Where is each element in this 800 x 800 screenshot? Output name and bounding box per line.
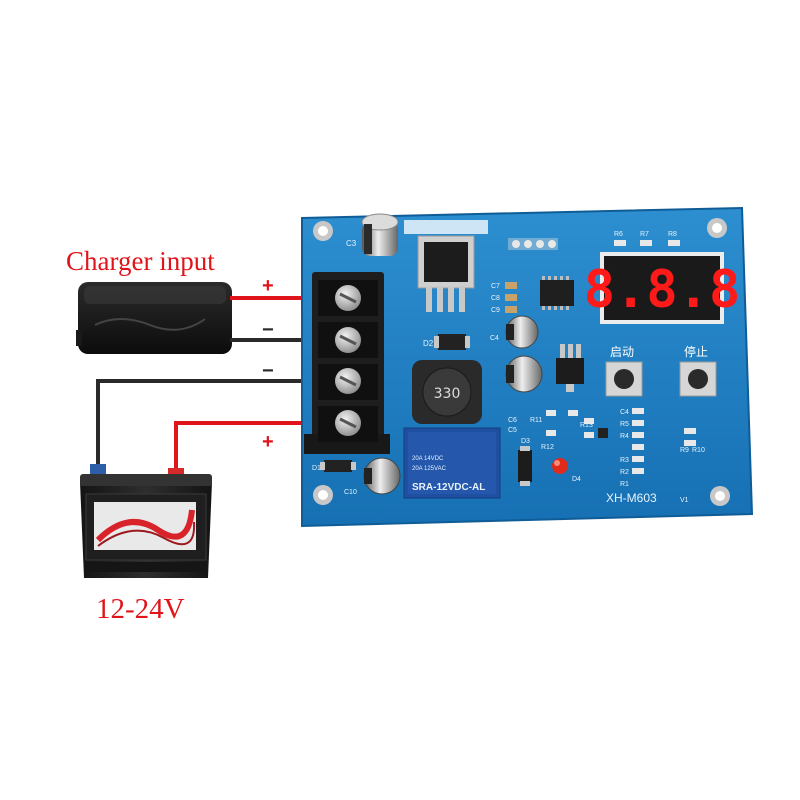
capacitor-c10 [363, 457, 401, 495]
label-r2: R2 [620, 469, 629, 476]
label-r1: R1 [620, 481, 629, 488]
label-r4: R4 [620, 433, 629, 440]
start-button-label: 启动 [610, 345, 634, 359]
diode-d2 [434, 334, 470, 350]
electrolytic-capacitor [505, 315, 539, 349]
smd-capacitors [505, 282, 517, 313]
electrolytic-capacitor [505, 355, 543, 393]
pin-header [508, 238, 558, 250]
label-d3: D3 [521, 438, 530, 445]
charger-caption: Charger input [66, 246, 215, 276]
label-r11: R11 [530, 417, 542, 424]
ic-chip [540, 276, 574, 310]
label-c5: C5 [508, 427, 517, 434]
board-version: V1 [680, 497, 689, 504]
silk-pad [404, 220, 488, 234]
voltage-regulator [417, 235, 475, 312]
stop-button[interactable] [679, 361, 717, 397]
relay-rating-1: 20A 14VDC [412, 456, 444, 462]
battery-positive-wire [174, 421, 345, 478]
led-d4 [552, 458, 568, 474]
label-r6: R6 [614, 231, 623, 238]
diode-d3 [518, 446, 532, 486]
diode-d1 [320, 460, 356, 472]
relay-rating-2: 20A 125VAC [412, 466, 447, 472]
label-c3: C3 [346, 239, 357, 248]
display-readout: 8.8.8 [584, 260, 741, 320]
smd-resistors-middle [546, 410, 608, 438]
start-button[interactable] [605, 361, 643, 397]
board-model: XH-M603 [606, 491, 657, 505]
label-c8: C8 [491, 295, 500, 302]
stop-button-label: 停止 [684, 344, 708, 359]
battery-negative-wire [96, 379, 345, 470]
battery-caption: 12-24V [96, 593, 185, 625]
charger-positive-sign: + [262, 275, 274, 297]
label-r5: R5 [620, 421, 629, 428]
inductor-label: 330 [434, 386, 461, 402]
label-r8: R8 [668, 231, 677, 238]
charger-icon [76, 282, 232, 354]
battery-negative-sign: − [262, 360, 274, 382]
label-d1: D1 [312, 465, 321, 472]
label-c6: C6 [508, 417, 517, 424]
label-r3: R3 [620, 457, 629, 464]
label-r9: R9 [680, 447, 689, 454]
label-c7: C7 [491, 283, 500, 290]
label-c4: C4 [490, 335, 499, 342]
battery-icon [80, 464, 212, 578]
label-d2: D2 [423, 339, 434, 348]
label-r7: R7 [640, 231, 649, 238]
screw-terminal-block [304, 272, 390, 454]
label-c10: C10 [344, 489, 357, 496]
relay [403, 427, 501, 499]
label-d4: D4 [572, 476, 581, 483]
label-c4-right: C4 [620, 409, 629, 416]
capacitor-c3 [361, 213, 399, 256]
battery-positive-sign: + [262, 431, 274, 453]
smd-resistors-right [632, 408, 696, 474]
label-r13: R13 [580, 422, 593, 429]
inductor: 330 [412, 360, 482, 424]
label-r10: R10 [692, 447, 705, 454]
charger-negative-sign: − [262, 319, 274, 341]
relay-model: SRA-12VDC-AL [412, 482, 485, 493]
label-c9: C9 [491, 307, 500, 314]
transistor [556, 344, 584, 392]
smd-resistors-top [614, 240, 680, 246]
seven-segment-display: 8.8.8 [584, 252, 741, 324]
label-r12: R12 [541, 444, 554, 451]
